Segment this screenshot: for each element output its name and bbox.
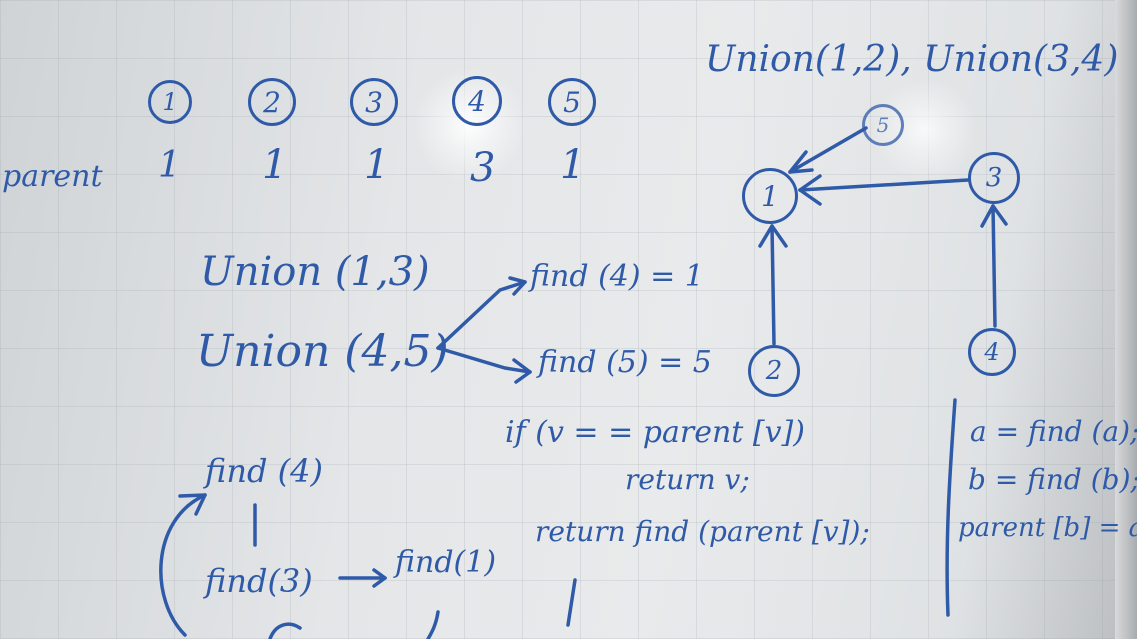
graph-node-1: 1 xyxy=(742,168,798,224)
arrowhead-5-1 xyxy=(788,150,814,174)
find-5-result: find (5) = 5 xyxy=(538,345,712,380)
branch-to-find5 xyxy=(436,346,532,374)
edge-2-to-1 xyxy=(770,224,776,346)
union-code-line-2: b = find (b); xyxy=(968,463,1137,496)
parent-value-4: 3 xyxy=(470,145,496,191)
union-code-line-3: parent [b] = a xyxy=(958,513,1137,543)
index-node-4: 4 xyxy=(452,76,502,126)
loop-arrowhead xyxy=(178,493,207,516)
bottom-hook xyxy=(268,622,302,639)
graph-node-4: 4 xyxy=(968,328,1016,376)
graph-node-3: 3 xyxy=(968,152,1020,204)
union-4-5: Union (4,5) xyxy=(196,326,449,377)
parent-value-2: 1 xyxy=(262,142,288,188)
board-frame xyxy=(1115,0,1137,639)
arrowhead-4-3 xyxy=(980,204,1008,228)
index-node-5: 5 xyxy=(548,78,596,126)
edge-4-to-3 xyxy=(991,204,997,328)
arrowhead-3-1 xyxy=(798,174,822,206)
branch-to-find4 xyxy=(436,280,527,350)
arrowhead-find4 xyxy=(508,276,527,296)
arrowhead-find5 xyxy=(512,358,532,384)
union-header: Union(1,2), Union(3,4) xyxy=(705,39,1119,80)
parent-value-3: 1 xyxy=(364,142,390,188)
parent-label: parent xyxy=(2,159,103,194)
loop-arrow xyxy=(159,493,207,637)
return-v: return v; xyxy=(625,463,750,496)
find-1-chain: find(1) xyxy=(395,545,497,580)
edge-5-to-1 xyxy=(788,126,868,174)
graph-node-2: 2 xyxy=(748,345,800,397)
down-stroke-return xyxy=(566,578,577,627)
edge-3-to-1 xyxy=(798,178,970,192)
graph-node-5: 5 xyxy=(862,104,904,146)
index-node-1: 1 xyxy=(148,80,192,124)
index-node-2: 2 xyxy=(248,78,296,126)
arrowhead-2-1 xyxy=(758,224,788,248)
union-1-3: Union (1,3) xyxy=(200,249,430,295)
arrowhead-find3-find1 xyxy=(372,568,387,588)
return-find: return find (parent [v]); xyxy=(535,515,870,548)
index-node-3: 3 xyxy=(350,78,398,126)
divider-line xyxy=(945,398,957,617)
find-3-chain: find(3) xyxy=(205,562,313,600)
bottom-curve xyxy=(426,610,440,639)
find-4-result: find (4) = 1 xyxy=(530,259,704,294)
parent-value-5: 1 xyxy=(560,142,586,188)
find-4-call: find (4) xyxy=(205,452,323,490)
union-code-line-1: a = find (a); xyxy=(970,415,1137,448)
if-line: if (v = = parent [v]) xyxy=(505,415,805,450)
parent-value-1: 1 xyxy=(158,145,181,186)
